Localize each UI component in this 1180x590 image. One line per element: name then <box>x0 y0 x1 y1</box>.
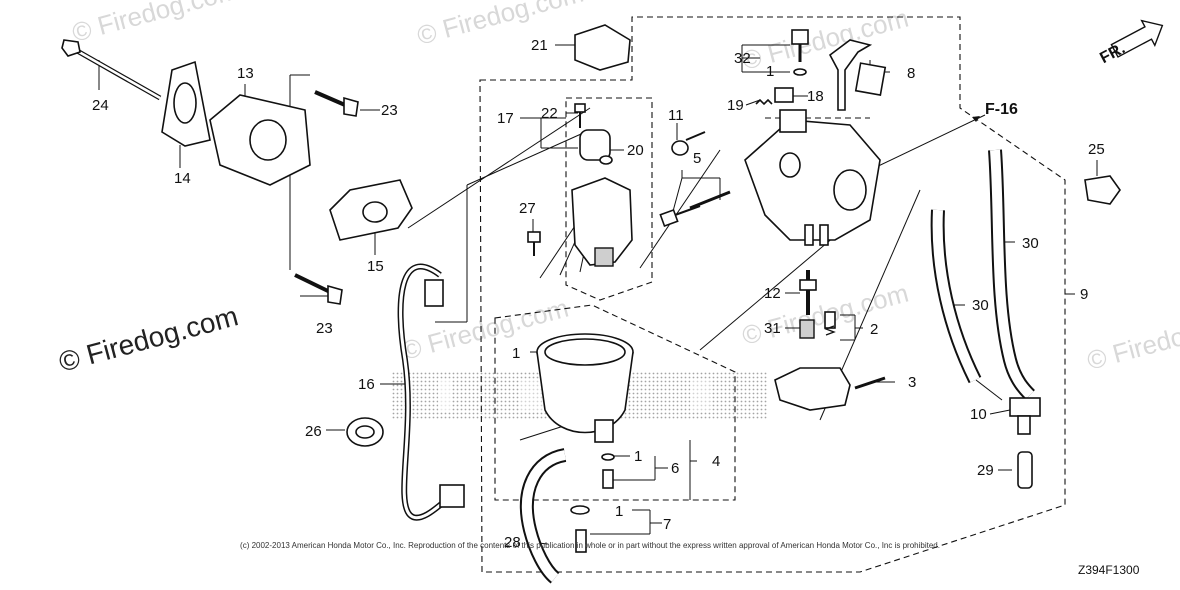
callout-label: 23 <box>316 320 333 337</box>
callout-label: 1 <box>512 345 520 362</box>
callout-label: 10 <box>970 406 987 423</box>
callout-label: 9 <box>1080 286 1088 303</box>
watermark: © Firedog.com <box>69 0 242 48</box>
diagram-code: Z394F1300 <box>1078 563 1140 577</box>
callout-label: 5 <box>693 150 701 167</box>
callout-label: 20 <box>627 142 644 159</box>
copyright-notice: (c) 2002-2013 American Honda Motor Co., … <box>240 541 940 550</box>
callout-label: 1 <box>634 448 642 465</box>
bolt-23-bottom <box>294 273 343 305</box>
callout-label: 8 <box>907 65 915 82</box>
valve-10 <box>1009 397 1041 435</box>
front-direction-arrow: FR. <box>1097 19 1164 67</box>
carburetor-body <box>744 109 881 246</box>
bracket-body <box>571 177 633 267</box>
drain-screw-6 <box>601 453 615 489</box>
lever-8 <box>828 39 887 111</box>
callout-label: 22 <box>541 105 558 122</box>
callout-label: 3 <box>908 374 916 391</box>
callout-label: 25 <box>1088 141 1105 158</box>
needle-2 <box>824 311 836 336</box>
cap-21 <box>574 24 631 71</box>
fitting-18 <box>774 87 794 103</box>
bolt-24 <box>61 39 162 101</box>
bolt-23-top <box>314 90 359 117</box>
insulator-13 <box>209 94 311 186</box>
reference-f16: F-16 <box>869 101 1018 171</box>
watermark: © Firedog.com <box>739 3 912 76</box>
callout-label: 14 <box>174 170 191 187</box>
pipe-12 <box>799 270 817 315</box>
callout-label: 4 <box>712 453 720 470</box>
callouts: 1 1 1 1 1 2 3 4 5 6 7 8 9 10 11 12 13 14… <box>92 37 1105 551</box>
callout-label: 11 <box>668 107 684 124</box>
screw-22 <box>574 103 586 128</box>
clip-26 <box>346 417 384 447</box>
callout-label: 6 <box>671 460 679 477</box>
callout-label: 27 <box>519 200 536 217</box>
callout-label: 1 <box>615 503 623 520</box>
solenoid-20 <box>579 129 613 165</box>
callout-label: 29 <box>977 462 994 479</box>
watermark: © Firedog.com <box>414 0 587 51</box>
callout-label: 15 <box>367 258 384 275</box>
callout-label: 18 <box>807 88 824 105</box>
callout-label: 1 <box>766 63 774 80</box>
sub-outline-17 <box>565 97 653 301</box>
callout-label: 24 <box>92 97 109 114</box>
callout-label: 30 <box>1022 235 1039 252</box>
watermark-main: © Firedog.com <box>56 300 242 378</box>
spring-19 <box>755 98 773 106</box>
assembly-outline <box>479 16 1066 573</box>
gasket-14 <box>161 60 211 147</box>
callout-label: 21 <box>531 37 548 54</box>
callout-label: 16 <box>358 376 375 393</box>
clip-25 <box>1084 175 1121 205</box>
callout-label: 12 <box>764 285 781 302</box>
float-chamber <box>536 333 634 443</box>
callout-label: 19 <box>727 97 744 114</box>
callout-label: 23 <box>381 102 398 119</box>
callout-label: 26 <box>305 423 322 440</box>
callout-label: 7 <box>663 516 671 533</box>
tubes-30 <box>930 149 1035 400</box>
sub-outline-4 <box>494 304 736 501</box>
tube-28 <box>519 448 567 584</box>
bolt-7 <box>570 505 590 553</box>
watermark: © Firedog.com <box>1084 303 1180 376</box>
screw-11 <box>671 131 706 156</box>
callout-label: 13 <box>237 65 254 82</box>
callout-label: 28 <box>504 534 521 551</box>
callout-label: 2 <box>870 321 878 338</box>
callout-label: 17 <box>497 110 514 127</box>
screw-27 <box>527 231 541 256</box>
tube-29 <box>1017 451 1033 489</box>
float-3 <box>774 367 886 411</box>
jet-31 <box>799 319 815 339</box>
screw-set-5 <box>659 190 731 228</box>
reference-label: F-16 <box>985 101 1018 118</box>
plate-15 <box>329 179 413 241</box>
callout-label: 30 <box>972 297 989 314</box>
callout-label: 31 <box>764 320 781 337</box>
wire-16 <box>397 263 465 521</box>
callout-label: 32 <box>734 50 751 67</box>
screw-32 <box>791 29 809 76</box>
